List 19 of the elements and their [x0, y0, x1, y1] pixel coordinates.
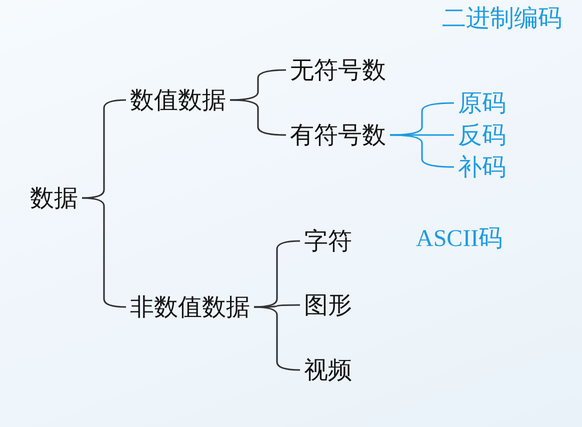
category-label: 有符号数: [286, 120, 390, 150]
category-label: 无符号数: [286, 55, 390, 85]
annotation-label: 二进制编码: [442, 3, 562, 33]
annotation-label: ASCII码: [416, 225, 503, 254]
category-label: 图形: [300, 290, 356, 320]
category-label: 补码: [454, 152, 510, 182]
category-label: 数值数据: [126, 85, 230, 115]
category-label: 反码: [454, 120, 510, 150]
category-label: 视频: [300, 355, 356, 385]
category-label: 非数值数据: [126, 292, 254, 322]
brace-line: [254, 306, 300, 371]
brace-line: [390, 134, 454, 168]
brace-line: [82, 197, 126, 308]
brace-line: [254, 304, 300, 308]
category-label: 原码: [454, 88, 510, 118]
category-label: 字符: [300, 226, 356, 256]
brace-line: [82, 99, 126, 199]
brace-line: [230, 99, 286, 136]
category-label: 数据: [26, 183, 82, 213]
